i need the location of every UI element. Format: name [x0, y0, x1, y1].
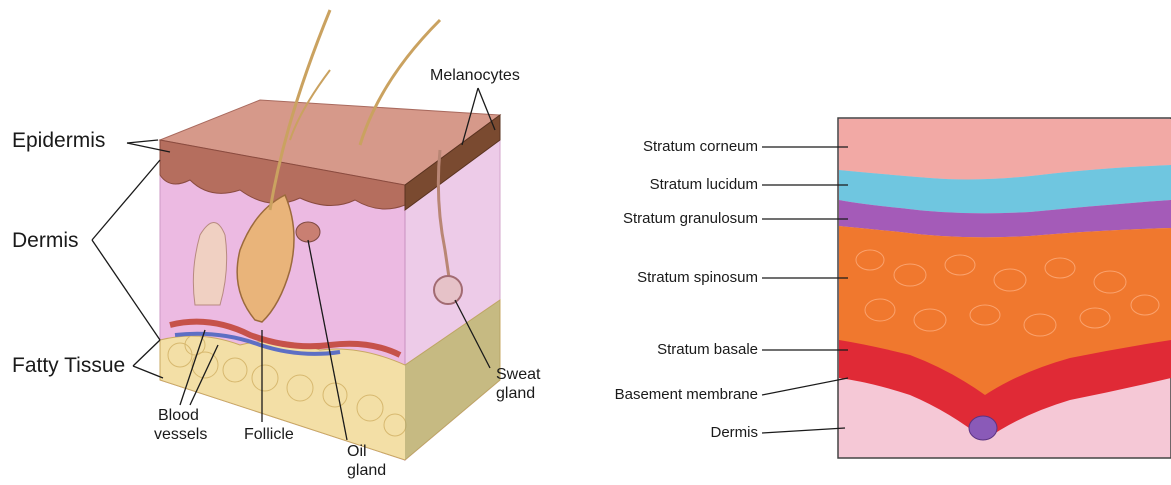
label-melanocytes: Melanocytes: [430, 66, 520, 85]
basal-cell: [969, 416, 997, 440]
sweat-gland-coil: [434, 276, 462, 304]
label-stratum-corneum: Stratum corneum: [518, 138, 758, 155]
label-epidermis: Epidermis: [12, 129, 105, 153]
label-stratum-spinosum: Stratum spinosum: [518, 269, 758, 286]
label-dermis-right: Dermis: [518, 424, 758, 441]
label-basement-membrane: Basement membrane: [518, 386, 758, 403]
label-fatty-tissue: Fatty Tissue: [12, 354, 125, 378]
label-oil-gland-line1: Oil: [347, 442, 367, 461]
label-blood-vessels-line2: vessels: [154, 425, 207, 444]
label-blood-vessels-line1: Blood: [158, 406, 199, 425]
label-stratum-basale: Stratum basale: [518, 341, 758, 358]
right-leader-lines: [762, 147, 848, 433]
label-stratum-granulosum: Stratum granulosum: [518, 210, 758, 227]
epidermis-section-illustration: [838, 118, 1171, 458]
oil-gland: [296, 222, 320, 242]
label-dermis: Dermis: [12, 229, 79, 253]
label-follicle: Follicle: [244, 425, 294, 444]
label-stratum-lucidum: Stratum lucidum: [518, 176, 758, 193]
label-oil-gland-line2: gland: [347, 461, 386, 480]
label-sweat-gland-line1: Sweat: [496, 365, 540, 384]
